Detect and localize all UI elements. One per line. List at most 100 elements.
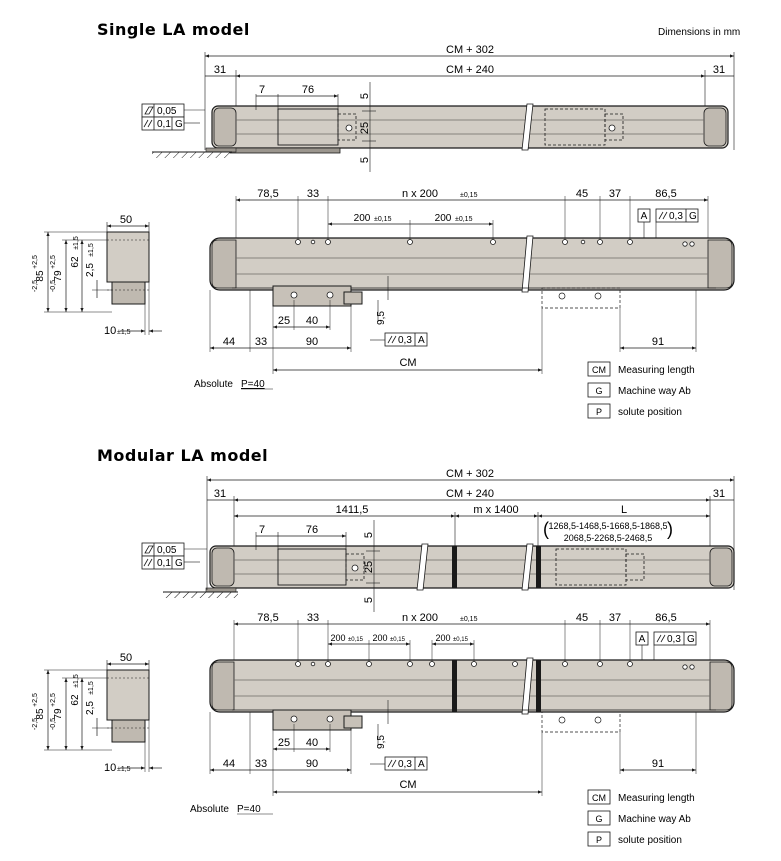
single-dim-37: 37 [609, 188, 621, 200]
single-legend-sym-cm: CM [592, 365, 606, 375]
modular-dim-90: 90 [306, 758, 318, 770]
single-par-03-a: 0,3 [398, 335, 412, 346]
modular-dim-33b: 33 [255, 758, 267, 770]
modular-parallel-a-frame: 0,3 A [370, 756, 428, 771]
modular-side-79: 79 [53, 708, 64, 720]
modular-dim-cm240: CM + 240 [446, 488, 494, 500]
modular-dim-5b: 5 [363, 597, 375, 603]
single-legend-text-g: Machine way Ab [618, 386, 691, 397]
modular-side-62-tol: ±1,5 [73, 674, 80, 688]
modular-l-paren-close: ) [667, 519, 673, 539]
single-par-03: 0,3 [669, 211, 683, 222]
modular-side-62: 62 [70, 694, 81, 706]
single-dim-cm: CM [399, 357, 416, 369]
single-dim-31-left: 31 [214, 64, 226, 76]
single-dim-200b: 200 [435, 213, 452, 224]
modular-dim-45: 45 [576, 612, 588, 624]
single-side-85-tol-dn: -2,5 [32, 280, 39, 292]
modular-dim-L: L [621, 504, 627, 516]
single-dim-76: 76 [302, 84, 314, 96]
single-dim-cm240: CM + 240 [446, 64, 494, 76]
modular-dim-25-h: 25 [278, 737, 290, 749]
single-dim-200a-tol: ±0,15 [374, 216, 392, 223]
single-side-85: 85 [35, 270, 46, 282]
single-legend-sym-p: P [596, 407, 602, 417]
single-side-width-50: 50 [120, 214, 132, 226]
modular-reading-head [272, 709, 621, 733]
modular-legend-text-cm: Measuring length [618, 793, 695, 804]
modular-ground-hatch [163, 592, 238, 598]
modular-side-10: 10 [104, 762, 116, 774]
modular-side-85-tol-dn: -2,5 [32, 718, 39, 730]
single-dim-44: 44 [223, 336, 235, 348]
modular-dim-76: 76 [306, 524, 318, 536]
single-dim-31-right: 31 [713, 64, 725, 76]
single-dim-nx200-tol: ±0,15 [460, 192, 478, 199]
single-side-25-tol: ±1,5 [88, 243, 95, 257]
modular-section: CM + 302 CM + 240 31 31 1411,5 m x 1400 … [32, 468, 735, 847]
modular-absolute-p40: P=40 [237, 804, 261, 815]
modular-legend-sym-g: G [595, 814, 602, 824]
modular-legend-sym-cm: CM [592, 793, 606, 803]
single-dim-33: 33 [307, 188, 319, 200]
modular-dim-37: 37 [609, 612, 621, 624]
single-dim-33b: 33 [255, 336, 267, 348]
modular-side-25-tol: ±1,5 [88, 681, 95, 695]
modular-side-85: 85 [35, 708, 46, 720]
single-side-25: 2,5 [85, 263, 96, 277]
single-tolerance-frame: 0,05 0,1 G [141, 103, 205, 131]
single-dim-25-vert: 25 [359, 122, 371, 134]
single-parallel-a-frame: 0,3 A [370, 332, 428, 347]
modular-side-width-50: 50 [120, 652, 132, 664]
modular-dim-200c: 200 [435, 633, 450, 643]
modular-dim-200c-tol: ±0,15 [453, 637, 469, 643]
modular-dim-200b: 200 [372, 633, 387, 643]
single-absolute-p40: P=40 [241, 379, 265, 390]
single-dim-cm302: CM + 302 [446, 44, 494, 56]
modular-l-values-2: 2068,5-2268,5-2468,5 [564, 533, 653, 543]
single-absolute-label: Absolute [194, 379, 233, 390]
single-dim-40: 40 [306, 315, 318, 327]
modular-par-ref-g: G [687, 634, 695, 645]
single-dim-90: 90 [306, 336, 318, 348]
single-side-10-tol: ±1,5 [117, 329, 131, 336]
single-top-body [205, 103, 729, 154]
modular-side-79-tol-dn: -0,5 [50, 718, 57, 730]
modular-dim-200a-tol: ±0,15 [348, 637, 364, 643]
modular-side-profile [106, 669, 150, 743]
modular-side-85-tol-up: +2,5 [32, 693, 39, 707]
modular-l-values-1: 1268,5-1468,5-1668,5-1868,5 [548, 521, 667, 531]
modular-dim-40: 40 [306, 737, 318, 749]
single-dim-25-h: 25 [278, 315, 290, 327]
single-dim-7: 7 [259, 84, 265, 96]
single-legend: CM Measuring length G Machine way Ab P s… [587, 361, 695, 419]
single-datum-a: A [641, 211, 648, 222]
single-tol-ref-g: G [175, 119, 183, 130]
single-side-79-tol-up: +2,5 [50, 255, 57, 269]
single-legend-sym-g: G [595, 386, 602, 396]
single-dim-9-5: 9,5 [376, 311, 387, 325]
single-legend-text-cm: Measuring length [618, 365, 695, 376]
single-dim-nx200: n x 200 [402, 188, 438, 200]
modular-tol-parallel: 0,1 [157, 558, 171, 569]
modular-par-03-a: 0,3 [398, 759, 412, 770]
modular-dim-86-5: 86,5 [655, 612, 676, 624]
single-ground-hatch [152, 152, 232, 158]
single-dim-45: 45 [576, 188, 588, 200]
modular-dim-200b-tol: ±0,15 [390, 637, 406, 643]
modular-legend-text-p: solute position [618, 835, 682, 846]
single-dim-78-5: 78,5 [257, 188, 278, 200]
modular-dim-78-5: 78,5 [257, 612, 278, 624]
modular-front-body [209, 657, 735, 715]
units-note: Dimensions in mm [658, 27, 741, 38]
modular-side-10-tol: ±1,5 [117, 766, 131, 773]
modular-dim-44: 44 [223, 758, 235, 770]
modular-dim-cm: CM [399, 779, 416, 791]
modular-model-title: Modular LA model [97, 446, 269, 465]
single-datum-a-frame: A 0,3 G [637, 208, 699, 238]
modular-dim-7: 7 [259, 524, 265, 536]
modular-tol-ref-g: G [175, 558, 183, 569]
modular-legend-text-g: Machine way Ab [618, 814, 691, 825]
single-par-ref-g: G [689, 211, 697, 222]
